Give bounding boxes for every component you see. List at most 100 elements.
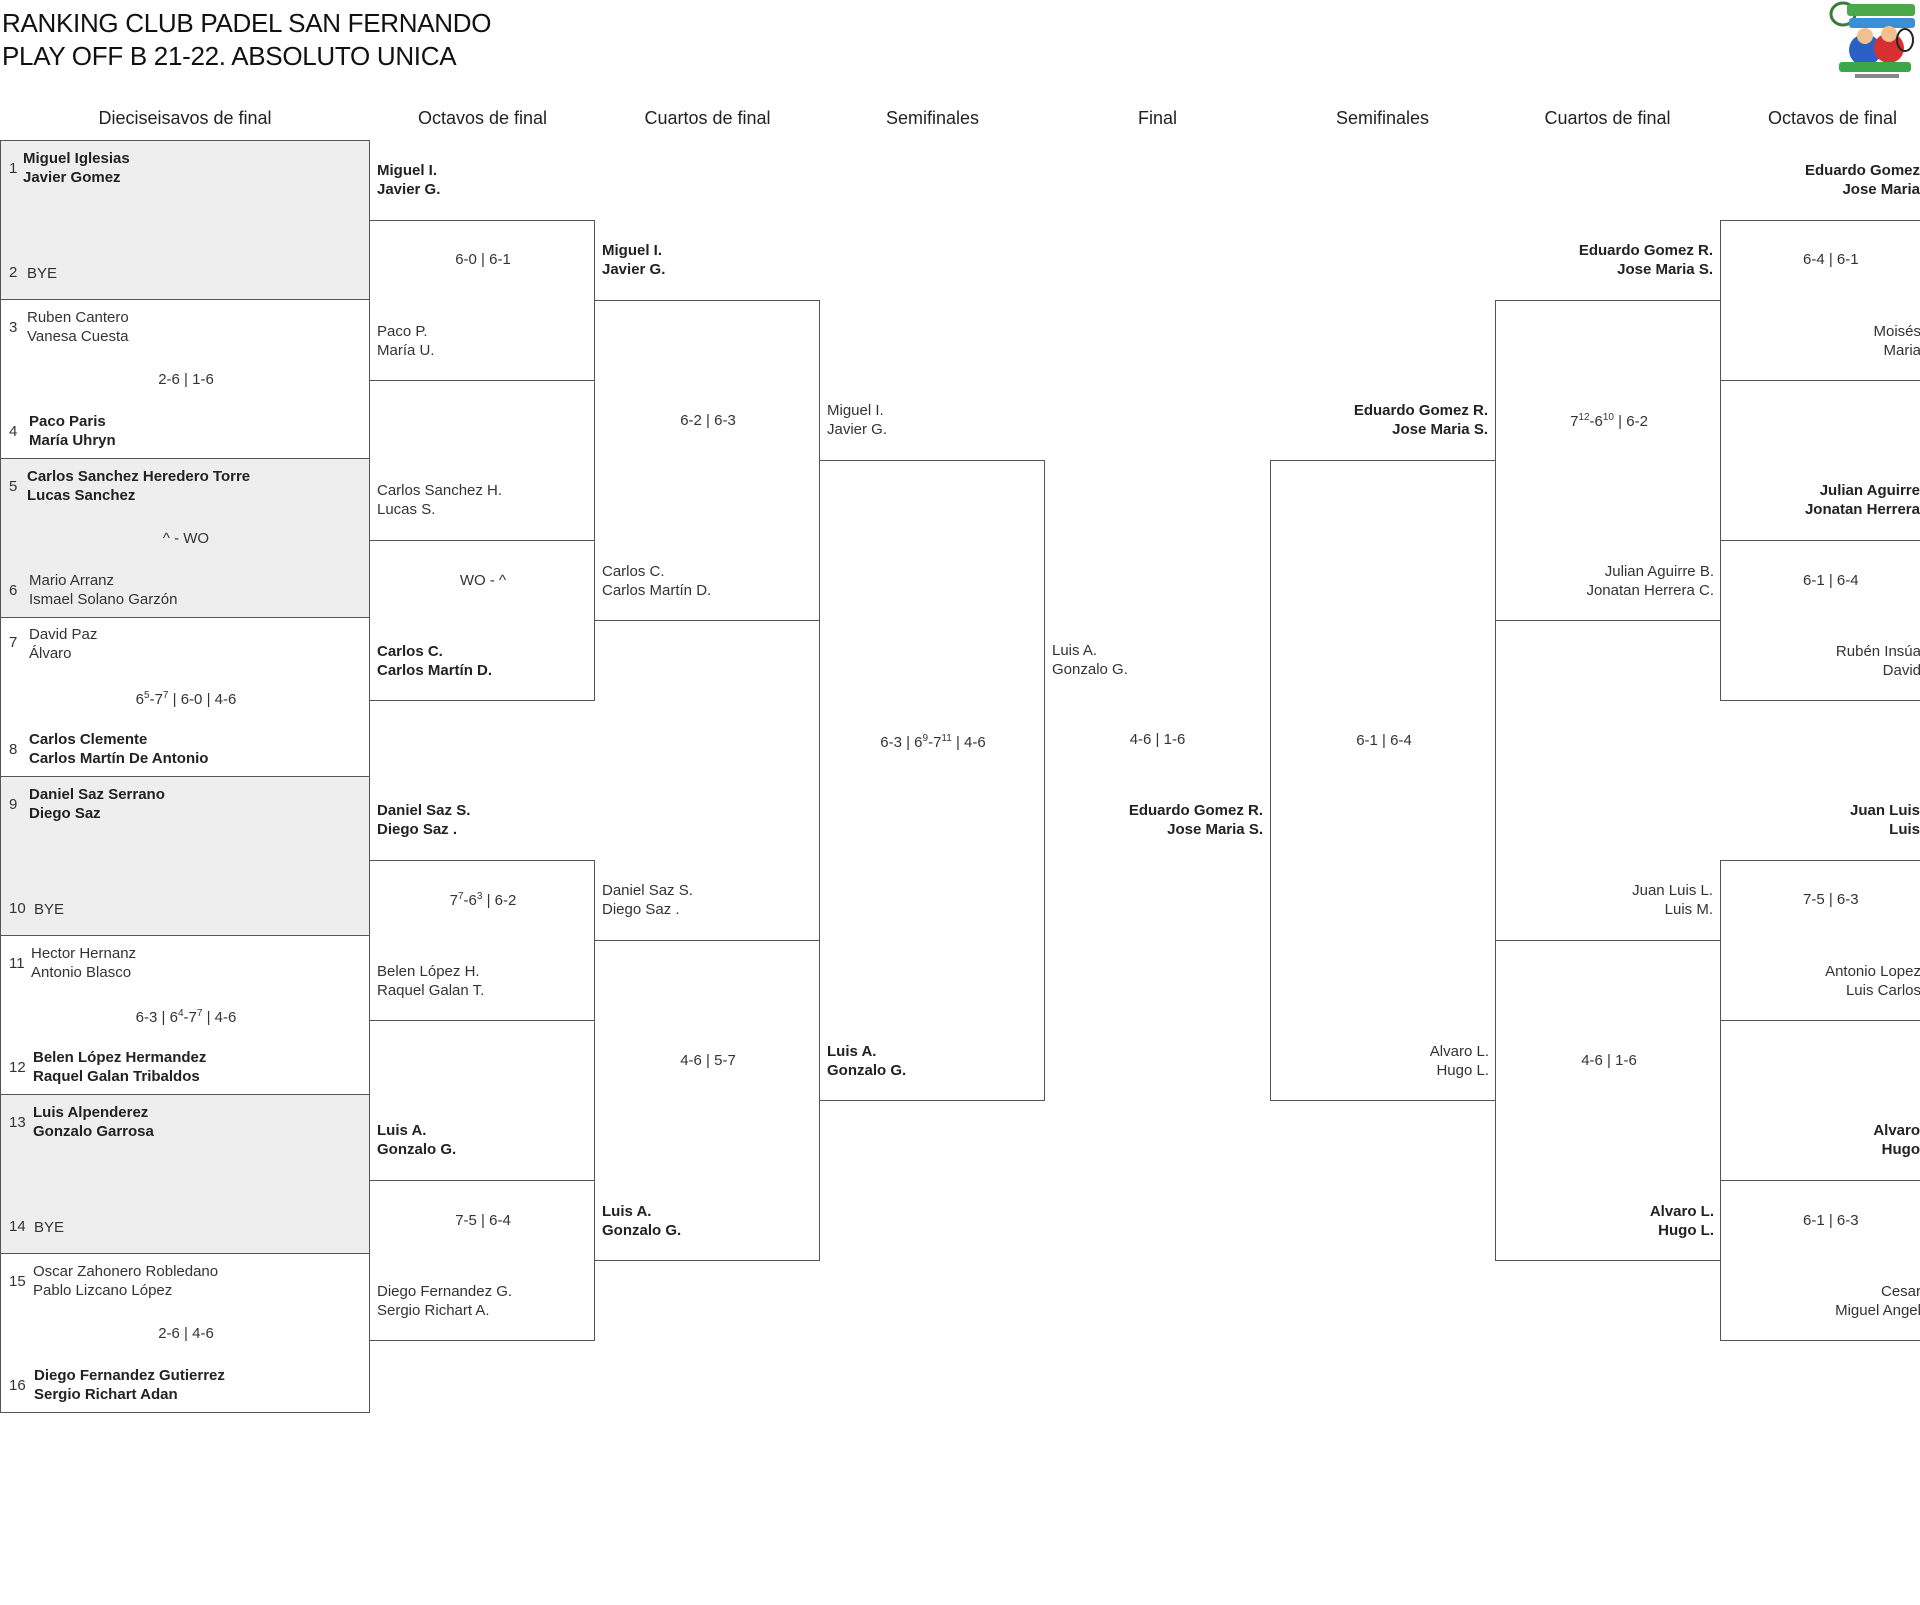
sf-right-team: Eduardo Gomez R.Jose Maria S. bbox=[1353, 402, 1488, 438]
match-score: 4-6 | 5-7 bbox=[680, 1052, 736, 1069]
match-score: 7-5 | 6-3 bbox=[1803, 891, 1859, 908]
seed-number: 14 bbox=[9, 1218, 26, 1235]
match-score: 6-1 | 6-4 bbox=[1356, 732, 1412, 749]
r16-match-4: 7-5 | 6-4 Diego Fernandez G.Sergio Richa… bbox=[369, 1180, 595, 1341]
final-score: 4-6 | 1-6 bbox=[1129, 731, 1186, 748]
r16-team: Belen López H.Raquel Galan T. bbox=[377, 963, 485, 999]
r16-team: Carlos Sanchez H.Lucas S. bbox=[377, 482, 503, 518]
final-team: Eduardo Gomez R.Jose Maria S. bbox=[1128, 802, 1263, 838]
match-score: WO - ^ bbox=[459, 572, 507, 589]
header-qf-right: Cuartos de final bbox=[1544, 108, 1671, 128]
match-score: 65-77 | 6-0 | 4-6 bbox=[135, 690, 237, 708]
r16-match-2: WO - ^ Carlos C.Carlos Martín D. bbox=[369, 540, 595, 701]
qf-right-team: Eduardo Gomez R.Jose Maria S. bbox=[1578, 242, 1713, 278]
match-score: 6-1 | 6-4 bbox=[1803, 572, 1859, 589]
seed-number: 9 bbox=[9, 796, 18, 813]
seed-number: 6 bbox=[9, 582, 18, 599]
header-sf-right: Semifinales bbox=[1335, 108, 1430, 128]
tournament-subtitle: PLAY OFF B 21-22. ABSOLUTO UNICA bbox=[2, 41, 457, 71]
qf-right-team: Alvaro L.Hugo L. bbox=[1649, 1203, 1714, 1239]
sf-team: Luis A.Gonzalo G. bbox=[827, 1043, 907, 1079]
seed-number: 1 bbox=[9, 160, 18, 177]
r16-team: Diego Fernandez G.Sergio Richart A. bbox=[377, 1283, 513, 1319]
qf-team: Luis A.Gonzalo G. bbox=[602, 1203, 682, 1239]
match-score: 6-3 | 69-711 | 4-6 bbox=[880, 733, 986, 751]
team-name: BYE bbox=[27, 265, 58, 282]
match-score: 6-1 | 6-3 bbox=[1803, 1212, 1859, 1229]
tournament-title: RANKING CLUB PADEL SAN FERNANDO bbox=[2, 8, 492, 38]
header-r16-right: Octavos de final bbox=[1767, 108, 1898, 128]
final-team: Luis A.Gonzalo G. bbox=[1052, 642, 1128, 678]
r16-team: Paco P.María U. bbox=[377, 323, 435, 359]
qf-team: Carlos C.Carlos Martín D. bbox=[602, 563, 712, 599]
seed-number: 4 bbox=[9, 423, 18, 440]
qf-team: Daniel Saz S.Diego Saz . bbox=[602, 882, 693, 918]
seed-number: 2 bbox=[9, 264, 18, 281]
sf-right-team: Alvaro L.Hugo L. bbox=[1429, 1043, 1489, 1079]
header-qf: Cuartos de final bbox=[644, 108, 771, 128]
seed-number: 13 bbox=[9, 1114, 26, 1131]
qf-match-2: 4-6 | 5-7 Luis A.Gonzalo G. bbox=[594, 940, 820, 1261]
qf-right-team: Julian Aguirre B.Jonatan Herrera C. bbox=[1586, 563, 1714, 599]
match-score: 6-3 | 64-77 | 4-6 bbox=[135, 1008, 237, 1026]
r16-team: Luis A.Gonzalo G. bbox=[377, 1122, 457, 1158]
r16-team: Daniel Saz S.Diego Saz . bbox=[377, 802, 471, 838]
match-score: 712-610 | 6-2 bbox=[1570, 412, 1648, 430]
club-logo bbox=[1829, 1, 1915, 78]
match-score: 77-63 | 6-2 bbox=[449, 891, 517, 909]
seed-number: 8 bbox=[9, 741, 18, 758]
header-sf: Semifinales bbox=[885, 108, 980, 128]
seed-number: 12 bbox=[9, 1059, 26, 1076]
header-final: Final bbox=[1137, 108, 1177, 128]
seed-number: 3 bbox=[9, 319, 18, 336]
r16-match-3: 77-63 | 6-2 Belen López H.Raquel Galan T… bbox=[369, 860, 595, 1021]
match-score: 6-4 | 6-1 bbox=[1803, 251, 1859, 268]
seed-number: 11 bbox=[9, 955, 25, 972]
qf-match-1: 6-2 | 6-3 Carlos C.Carlos Martín D. bbox=[594, 300, 820, 621]
sf-team: Miguel I.Javier G. bbox=[827, 402, 888, 438]
match-score: 6-2 | 6-3 bbox=[680, 412, 736, 429]
r16-team: Miguel I.Javier G. bbox=[377, 162, 441, 198]
team-name: BYE bbox=[34, 1219, 65, 1236]
qf-right-match-2: 4-6 | 1-6 Alvaro L.Hugo L. bbox=[1495, 940, 1721, 1261]
qf-right-match-1: 712-610 | 6-2 Julian Aguirre B.Jonatan H… bbox=[1495, 300, 1721, 621]
match-score: ^ - WO bbox=[162, 530, 210, 547]
sf-right-match: 6-1 | 6-4 Alvaro L.Hugo L. bbox=[1270, 460, 1496, 1101]
seed-number: 15 bbox=[9, 1273, 26, 1290]
match-score: 2-6 | 1-6 bbox=[158, 371, 214, 388]
team-name: BYE bbox=[34, 901, 65, 918]
seed-number: 16 bbox=[9, 1377, 26, 1394]
match-score: 6-0 | 6-1 bbox=[455, 251, 511, 268]
match-score: 2-6 | 4-6 bbox=[158, 1325, 214, 1342]
